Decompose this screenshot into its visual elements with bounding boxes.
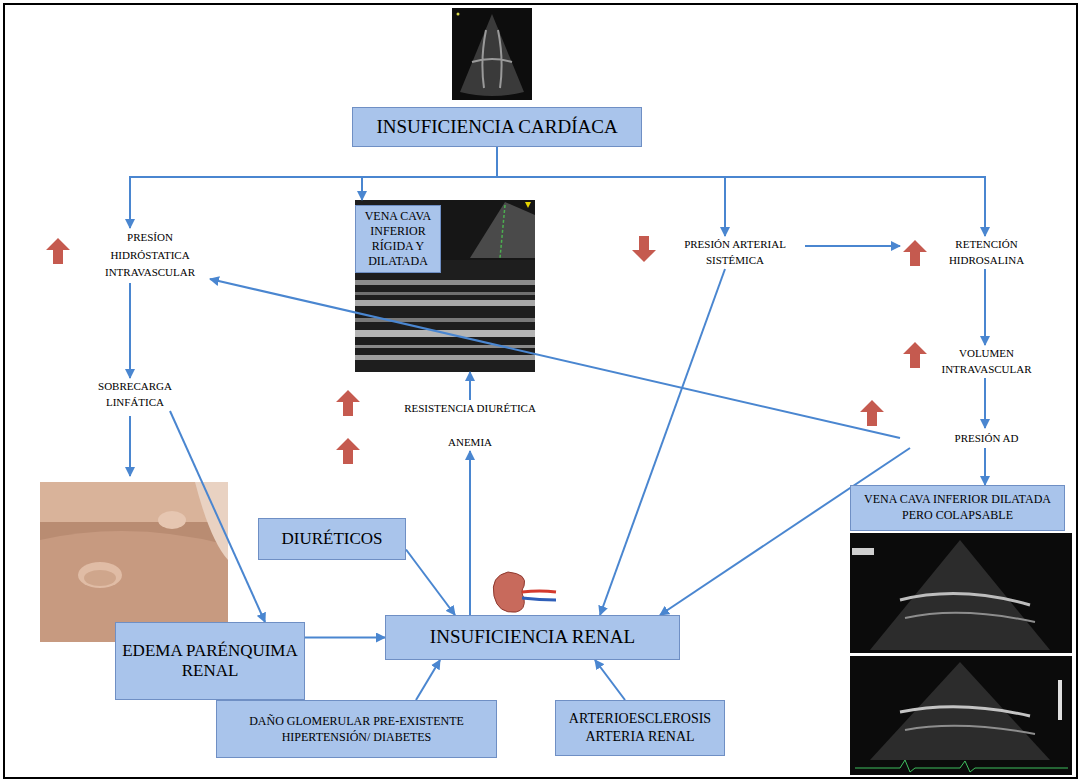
flow-text: PRESIÓN ARTERIAL SISTÉMICA (665, 236, 805, 269)
node-text: VENA CAVA INFERIOR RÍGIDA Y DILATADA (355, 205, 441, 273)
process-box: INSUFICIENCIA RENAL (385, 615, 680, 660)
node-text: DIURÉTICOS (281, 529, 382, 549)
text-stack: DIURÉTICOS (281, 529, 382, 549)
text-stack: EDEMA PARÉNQUIMA RENAL (122, 641, 298, 682)
flow-text: VOLUMEN INTRAVASCULAR (900, 345, 1035, 378)
flow-arrow (984, 269, 986, 345)
flow-arrow (595, 660, 625, 700)
flow-arrow (984, 378, 986, 428)
node-text: INSUFICIENCIA RENAL (430, 626, 635, 649)
mmode-image (355, 200, 535, 372)
node-text: PRESÍON HIDRÓSTATICA INTRAVASCULAR (92, 229, 208, 282)
flow-arrow (497, 147, 725, 236)
flow-text: RESISTENCIA DIURÉTICA (385, 400, 555, 417)
process-box: INSUFICIENCIA CARDÍACA (352, 107, 642, 147)
flow-arrow (210, 279, 900, 438)
node-text: RETENCIÓN HIDROSALINA (940, 237, 1033, 268)
flow-arrow (362, 147, 497, 200)
image-label-box: VENA CAVA INFERIOR RÍGIDA Y DILATADA (355, 200, 535, 372)
kidney-illustration (493, 572, 556, 612)
node-text: DAÑO GLOMERULAR PRE-EXISTENTE HIPERTENSI… (223, 713, 490, 745)
flow-arrow (660, 448, 910, 615)
text-stack: INSUFICIENCIA RENAL (430, 626, 635, 649)
text-stack: VENA CAVA INFERIOR RÍGIDA Y DILATADA (355, 205, 441, 273)
node-text: ARTERIOESCLEROSIS ARTERIA RENAL (562, 710, 718, 746)
process-box: ARTERIOESCLEROSIS ARTERIA RENAL (555, 700, 725, 756)
text-stack: RETENCIÓN HIDROSALINA (940, 237, 1033, 268)
echo-image (452, 8, 532, 100)
flow-text: RETENCIÓN HIDROSALINA (900, 236, 1035, 269)
leader-arrow (129, 416, 131, 476)
flow-arrow (984, 448, 986, 485)
flow-arrow (805, 245, 900, 247)
flow-arrow (600, 269, 725, 615)
flow-text: SOBRECARGA LINFÁTICA (85, 378, 185, 411)
node-text: PRESIÓN AD (955, 431, 1019, 445)
text-stack: VOLUMEN INTRAVASCULAR (940, 346, 1033, 377)
text-stack: VENA CAVA INFERIOR DILATADA PERO COLAPSA… (857, 492, 1058, 523)
text-stack: PRESIÓN ARTERIAL SISTÉMICA (667, 237, 803, 268)
flow-arrow (130, 147, 497, 228)
flow-arrow (129, 283, 131, 378)
edema-photo (40, 482, 228, 642)
text-stack: RESISTENCIA DIURÉTICA (404, 401, 536, 415)
text-stack: PRESÍON HIDRÓSTATICA INTRAVASCULAR (92, 229, 208, 282)
flow-text: ANEMIA (430, 434, 510, 451)
flow-arrow (497, 147, 985, 236)
flow-arrow (416, 660, 440, 700)
flow-arrow (305, 637, 385, 639)
text-stack: ARTERIOESCLEROSIS ARTERIA RENAL (562, 710, 718, 746)
text-stack: PRESIÓN AD (955, 431, 1019, 445)
flow-arrow (406, 550, 455, 616)
text-stack: DAÑO GLOMERULAR PRE-EXISTENTE HIPERTENSI… (223, 713, 490, 745)
process-box: VENA CAVA INFERIOR DILATADA PERO COLAPSA… (850, 485, 1065, 531)
node-text: PRESIÓN ARTERIAL SISTÉMICA (667, 237, 803, 268)
flow-text: PRESIÓN AD (900, 428, 1035, 448)
text-stack: INSUFICIENCIA CARDÍACA (376, 116, 617, 139)
echo-image (850, 533, 1072, 775)
node-text: SOBRECARGA LINFÁTICA (87, 379, 183, 410)
node-text: VENA CAVA INFERIOR DILATADA PERO COLAPSA… (857, 492, 1058, 523)
node-text: RESISTENCIA DIURÉTICA (404, 401, 536, 415)
flow-arrow (469, 372, 471, 400)
process-box: DIURÉTICOS (258, 518, 406, 560)
flow-arrow (469, 451, 471, 615)
text-stack: SOBRECARGA LINFÁTICA (87, 379, 183, 410)
text-stack: ANEMIA (448, 435, 492, 449)
process-box: DAÑO GLOMERULAR PRE-EXISTENTE HIPERTENSI… (216, 700, 497, 758)
flow-text: PRESÍON HIDRÓSTATICA INTRAVASCULAR (90, 228, 210, 283)
page-frame (4, 4, 1077, 778)
process-box: EDEMA PARÉNQUIMA RENAL (115, 622, 305, 700)
node-text: VOLUMEN INTRAVASCULAR (940, 346, 1033, 377)
node-text: INSUFICIENCIA CARDÍACA (376, 116, 617, 139)
flow-arrow (170, 411, 265, 622)
node-text: EDEMA PARÉNQUIMA RENAL (122, 641, 298, 682)
node-text: ANEMIA (448, 435, 492, 449)
